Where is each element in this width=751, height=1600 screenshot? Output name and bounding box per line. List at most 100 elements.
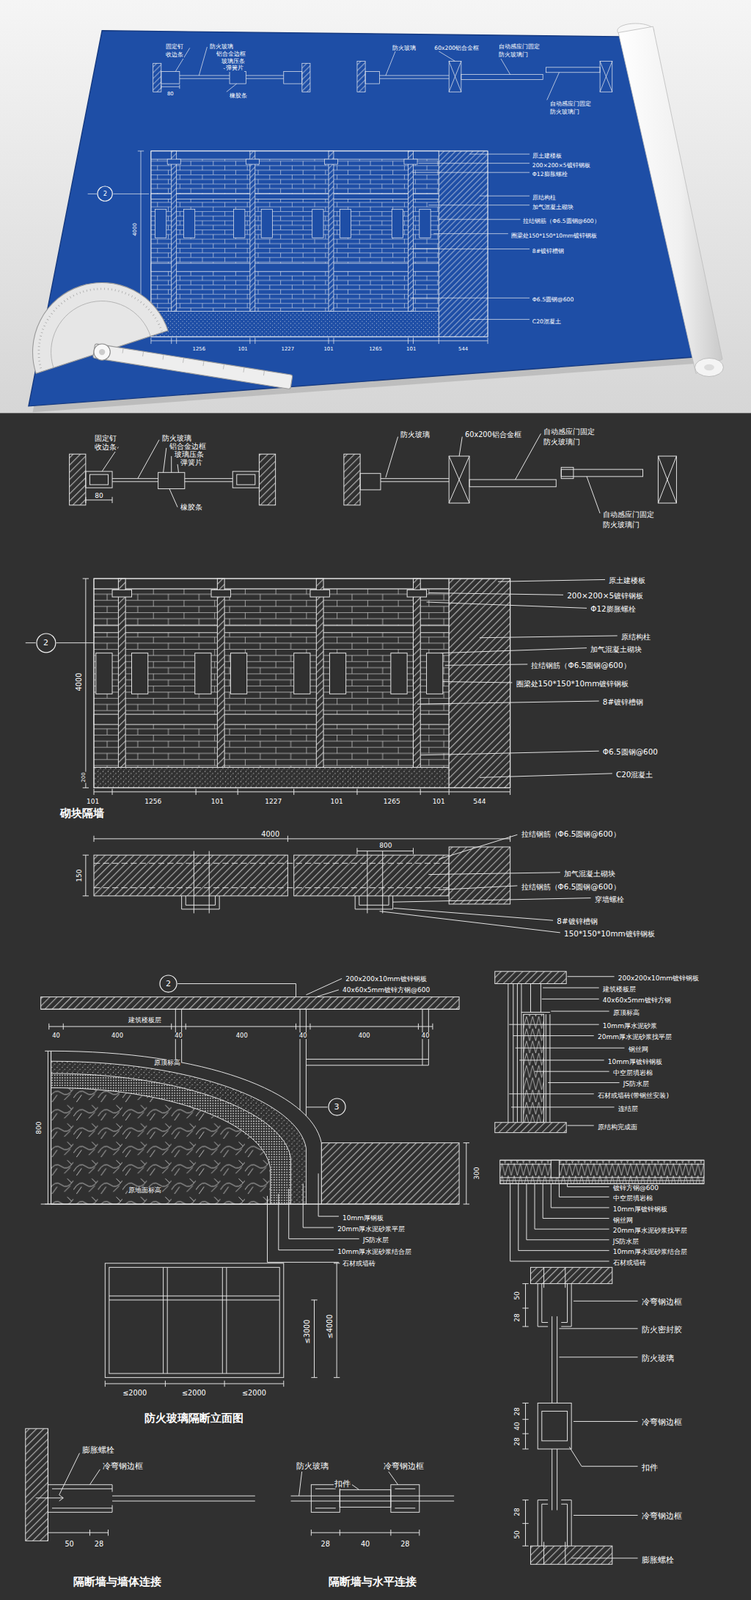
- dimension-label: 544: [457, 346, 469, 353]
- dark-drawings: [500, 1160, 705, 1184]
- dark-drawings: [291, 1496, 455, 1502]
- blueprint-drawing: [328, 151, 334, 311]
- dark-drawings: [82, 855, 89, 897]
- blueprint-drawing: [438, 151, 488, 337]
- blueprint-drawing: [229, 71, 246, 84]
- blueprint-drawing: [161, 85, 180, 90]
- label-anchor: 玻璃压条: [173, 447, 205, 460]
- dimension-label: 1256: [191, 346, 207, 353]
- label-anchor: 弹簧片: [225, 60, 245, 72]
- label-anchor: 镀锌方钢@600: [612, 1180, 660, 1193]
- annotation-label: 收边条: [93, 443, 118, 452]
- dark-drawings: [537, 1500, 572, 1547]
- dimension-label: 28: [514, 1436, 522, 1447]
- label-anchor: 扣件: [333, 1477, 352, 1489]
- dimension-label: 400: [357, 1032, 372, 1040]
- dark-drawings: [530, 1546, 612, 1565]
- dark-drawings: [41, 1009, 460, 1010]
- dark-drawings: [537, 1402, 572, 1450]
- dark-drawings: [544, 1267, 566, 1565]
- dark-drawings: [93, 789, 511, 796]
- dark-drawings: [104, 1380, 284, 1387]
- dark-drawings: [510, 1183, 610, 1262]
- dark-drawings: [232, 471, 259, 488]
- dimension-label: 50: [514, 1529, 522, 1541]
- dark-drawings: [47, 1485, 113, 1514]
- blueprint-drawing: [161, 71, 180, 84]
- dark-drawings: [315, 1488, 416, 1508]
- dark-drawings: [448, 456, 470, 504]
- annotation-label: 石材或墙砖: [341, 1260, 377, 1269]
- dark-drawings: [41, 997, 460, 1010]
- dark-drawings: [310, 589, 330, 597]
- dimension-label: 1227: [264, 798, 283, 807]
- annotation-label: 防火玻璃门: [602, 521, 641, 530]
- dark-drawings: [380, 478, 449, 482]
- annotation-label: Φ12膨胀螺栓: [531, 171, 569, 178]
- annotation-label: 防火玻璃: [161, 434, 193, 443]
- dark-drawings: [51, 1061, 307, 1205]
- dark-drawings: [522, 1402, 529, 1450]
- label-anchor: 石材或墙砖(带钢丝安装): [596, 1088, 670, 1101]
- label-anchor: 300: [469, 1166, 482, 1181]
- label-anchor: 50: [509, 1291, 522, 1302]
- label-anchor: 28: [320, 1537, 331, 1549]
- dimension-label: 800: [35, 1120, 44, 1135]
- callout-circle: 2: [159, 974, 178, 994]
- dark-drawings: [181, 896, 220, 910]
- label-anchor: ≤3000: [299, 1319, 312, 1346]
- blueprint-drawing: [151, 151, 488, 337]
- dark-drawings: [44, 1050, 51, 1205]
- dark-drawings: [390, 653, 408, 695]
- label-anchor: 10mm厚水泥砂浆结合层: [336, 1244, 413, 1257]
- dark-drawings: [109, 1267, 280, 1374]
- label-anchor: 自动感应门固定: [549, 96, 592, 108]
- dark-drawings: [469, 479, 556, 487]
- label-anchor: 28: [509, 1406, 522, 1417]
- label-anchor: 200x200x10mm镀锌钢板: [617, 971, 700, 983]
- label-anchor: 544: [472, 794, 487, 807]
- label-anchor: 1256: [143, 794, 163, 807]
- label-anchor: 20mm厚水泥砂浆找平层: [596, 1029, 673, 1042]
- blueprint-sheet: [28, 30, 694, 407]
- label-anchor: 28: [509, 1507, 522, 1518]
- label-anchor: 28: [399, 1537, 410, 1549]
- annotation-label: 防火玻璃门: [497, 52, 529, 58]
- label-anchor: 弹簧片: [179, 455, 204, 468]
- dark-drawings: [541, 1411, 568, 1442]
- annotation-label: 拉结钢筋（Φ6.5圆钢@600）: [530, 661, 631, 670]
- annotation-label: 防火玻璃门: [542, 438, 581, 447]
- protractor: [14, 264, 293, 390]
- annotation-label: 拉结钢筋（Φ6.5圆钢@600）: [522, 218, 600, 225]
- label-anchor: 连结层: [617, 1101, 639, 1114]
- label-anchor: 铝合金边框: [215, 46, 247, 58]
- dark-drawings: [41, 1050, 460, 1205]
- annotation-label: 60x200铝合金框: [433, 45, 480, 52]
- label-anchor: 自动感应门固定: [602, 507, 655, 520]
- label-anchor: ≤2000: [121, 1386, 148, 1398]
- blueprint-drawing: [151, 263, 439, 272]
- annotation-label: 石材或墙砖(带钢丝安装): [596, 1092, 670, 1101]
- label-anchor: 80: [93, 488, 105, 501]
- dark-drawings: [25, 642, 94, 644]
- annotation-label: 拉结钢筋（Φ6.5圆钢@600）: [520, 883, 622, 892]
- label-anchor: 400: [110, 1028, 124, 1040]
- label-anchor: 200: [75, 772, 88, 784]
- annotation-label: 10mm厚镀锌钢板: [607, 1059, 663, 1067]
- dimension-label: 1265: [382, 798, 402, 807]
- annotation-label: 原结构完成面: [596, 1124, 639, 1132]
- annotation-label: 10mm厚水泥砂浆: [602, 1023, 658, 1031]
- annotation-label: 膨胀螺栓: [81, 1446, 116, 1456]
- annotation-label: 原结构柱: [620, 632, 652, 641]
- annotation-label: 石材或墙砖: [612, 1259, 647, 1268]
- dimension-label: ≤2000: [181, 1389, 207, 1398]
- backgrounds: [0, 0, 751, 414]
- label-anchor: 收边条: [165, 46, 185, 59]
- callout-ring: [159, 975, 177, 993]
- dark-drawings: [93, 714, 449, 725]
- label-anchor: Φ12膨胀螺栓: [589, 602, 636, 614]
- blueprint-drawing: [408, 151, 414, 311]
- dimension-label: 50: [63, 1540, 75, 1549]
- annotation-label: 10mm厚水泥砂浆结合层: [336, 1248, 413, 1257]
- label-anchor: 圈梁处150*150*10mm镀锌钢板: [515, 676, 630, 689]
